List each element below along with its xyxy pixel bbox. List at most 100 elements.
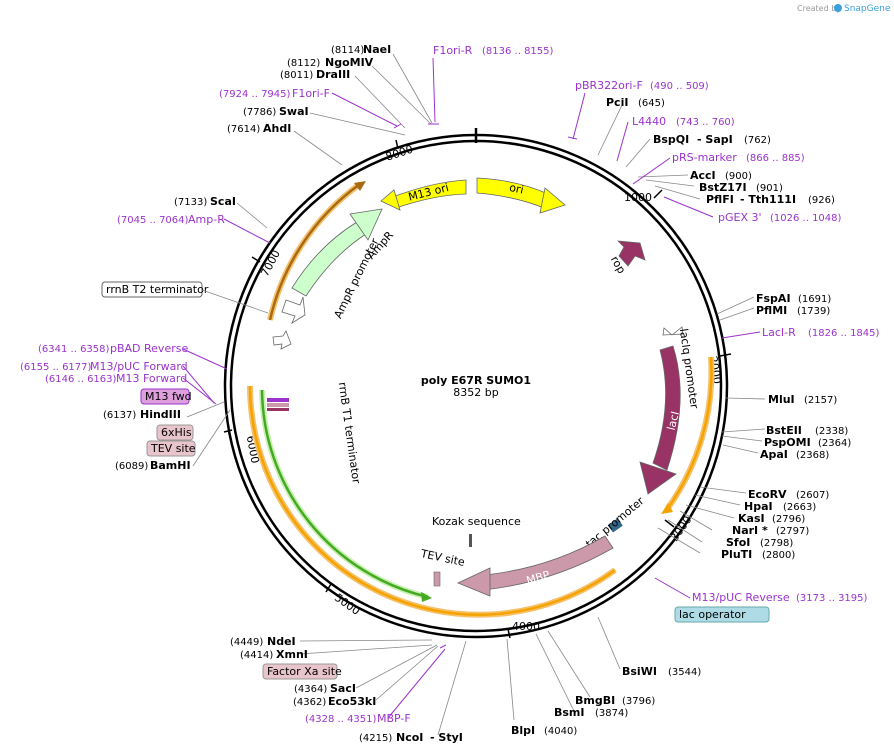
tth111i-name: - Tth111I xyxy=(740,193,796,206)
prs-pos: (866 .. 885) xyxy=(746,153,805,164)
draiii-name: DraIII xyxy=(316,68,350,81)
lac-operator-label: lac operator xyxy=(679,608,746,621)
acci-name: AccI xyxy=(690,169,716,182)
site-labels: (8114) NaeI (8112) NgoMIV (8011) DraIII … xyxy=(103,43,851,744)
ampr-primer-pos: (7045 .. 7064) xyxy=(117,215,189,226)
6xhis-box xyxy=(156,424,194,441)
lac-operator-box xyxy=(674,606,770,623)
brand-text: SnapGene xyxy=(844,4,891,14)
f1orif-name: F1ori-F xyxy=(292,87,330,100)
pluti-pos: (2800) xyxy=(762,550,795,561)
nari-pos: (2797) xyxy=(776,526,809,537)
m13fwd-label: M13 fwd xyxy=(145,390,192,403)
snapgene-logo-icon xyxy=(834,4,842,12)
bsteii-pos: (2338) xyxy=(815,426,848,437)
bstz17i-pos: (901) xyxy=(756,183,783,194)
pgex-pos: (1026 .. 1048) xyxy=(770,213,842,224)
mbp-orange-arc xyxy=(248,385,616,616)
bmgbi-pos: (3796) xyxy=(622,696,655,707)
kasi-pos: (2796) xyxy=(772,514,805,525)
pcii-name: PciI xyxy=(606,96,628,109)
acci-pos: (900) xyxy=(725,171,752,182)
m13f-pos: (6146 .. 6163) xyxy=(45,374,117,385)
rrnbt2-box xyxy=(101,281,203,298)
tev-site-mark xyxy=(433,571,441,587)
m13rev-name: M13/pUC Reverse xyxy=(692,591,790,604)
kozak-label: Kozak sequence xyxy=(432,515,521,528)
f1orir-name: F1ori-R xyxy=(433,44,473,57)
ncoi-pos: (4215) xyxy=(359,733,392,744)
lac-operator-mark xyxy=(607,518,623,533)
saci-pos: (4364) xyxy=(294,684,327,695)
m13f-name: M13 Forward xyxy=(116,372,187,385)
laci-label: lacI xyxy=(665,410,682,432)
blpi-name: BlpI xyxy=(511,724,535,737)
m13rev-pos: (3173 .. 3195) xyxy=(796,593,868,604)
tick-7000 xyxy=(251,256,261,263)
bspqi-name: BspQI xyxy=(653,133,689,146)
sfoi-name: SfoI xyxy=(726,536,750,549)
pluti-name: PluTI xyxy=(721,548,752,561)
bspqi-pos: (762) xyxy=(744,135,771,146)
lacir-pos: (1826 .. 1845) xyxy=(808,328,880,339)
laci-arrow xyxy=(652,345,681,471)
sapi-name: - SapI xyxy=(697,133,733,146)
tick-5000 xyxy=(325,583,332,593)
ampr-promoter-arrow xyxy=(281,296,306,325)
hindiii-name: HindIII xyxy=(140,408,181,421)
m13ori-label: M13 ori xyxy=(407,181,450,204)
naei-name: NaeI xyxy=(363,43,391,56)
kasi-name: KasI xyxy=(738,512,765,525)
swai-name: SwaI xyxy=(279,105,309,118)
plasmid-length: 8352 bp xyxy=(453,386,498,399)
pbr-name: pBR322ori-F xyxy=(575,79,643,92)
green-arc xyxy=(260,389,429,599)
m13ori-arrow xyxy=(389,179,467,209)
bsteii-name: BstEII xyxy=(766,424,802,437)
ampr-primer-name: Amp-R xyxy=(188,213,225,226)
pflmi-pos: (1739) xyxy=(797,306,830,317)
tev-box xyxy=(146,440,196,457)
bsiwi-pos: (3544) xyxy=(668,667,701,678)
tick-2000 xyxy=(719,353,732,357)
tac-promoter-label: tac promoter xyxy=(583,494,647,550)
l4440-pos: (743 .. 760) xyxy=(676,117,735,128)
m13puc-name: M13/pUC Forward xyxy=(90,360,188,373)
pflfi-pos: (926) xyxy=(808,195,835,206)
pbr-pos: (490 .. 509) xyxy=(650,81,709,92)
watermark-text: Created by xyxy=(797,4,841,13)
hpai-name: HpaI xyxy=(744,500,773,513)
tick-4000 xyxy=(507,628,511,639)
ecorv-pos: (2607) xyxy=(796,490,829,501)
bsiwi-name: BsiWI xyxy=(622,665,657,678)
ngomiv-pos: (8112) xyxy=(287,58,320,69)
tick-1000 xyxy=(653,189,663,199)
ahdi-name: AhdI xyxy=(263,122,291,135)
m13puc-pos: (6155 .. 6177) xyxy=(20,362,92,373)
plasmid-name: poly E67R SUMO1 xyxy=(421,374,531,387)
pspomi-name: PspOMI xyxy=(764,436,811,449)
pflmi-name: PflMI xyxy=(756,304,787,317)
bamhi-pos: (6089) xyxy=(115,461,148,472)
f1orif-pos: (7924 .. 7945) xyxy=(219,89,291,100)
mcs-mark xyxy=(267,398,289,402)
prs-name: pRS-marker xyxy=(672,151,737,164)
saci-name: SacI xyxy=(330,682,356,695)
xmni-pos: (4414) xyxy=(240,650,273,661)
nari-name: NarI * xyxy=(732,524,768,537)
fspai-name: FspAI xyxy=(756,292,791,305)
rrnbt2-label: rrnB T2 terminator xyxy=(106,283,209,296)
tick-label-8000: 8000 xyxy=(384,143,415,164)
factorxa-box xyxy=(262,663,338,680)
bsmi-name: BsmI xyxy=(554,706,585,719)
tick-label-1000: 1000 xyxy=(624,191,652,204)
bsmi-pos: (3874) xyxy=(595,708,628,719)
ampr-orange-arc xyxy=(268,182,361,321)
ori-label: ori xyxy=(508,181,525,197)
mbpf-pos: (4328 .. 4351) xyxy=(305,714,377,725)
tick-6000 xyxy=(223,429,233,433)
ndei-name: NdeI xyxy=(267,635,296,648)
ecorv-name: EcoRV xyxy=(748,488,787,501)
scai-name: ScaI xyxy=(210,195,236,208)
swai-pos: (7786) xyxy=(243,107,276,118)
